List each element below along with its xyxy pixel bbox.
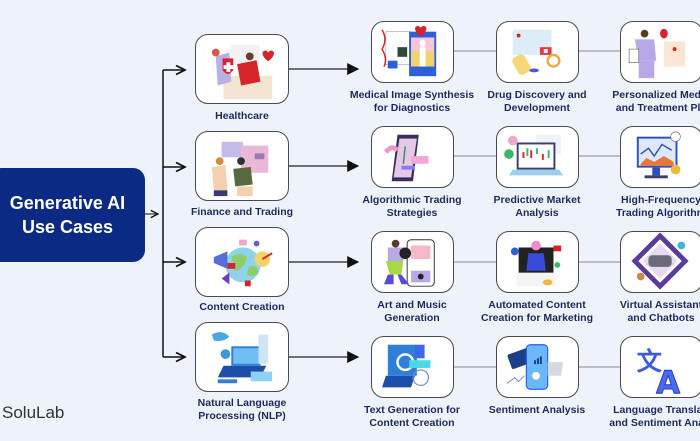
use-case-label-line1: Personalized Medic	[612, 89, 700, 101]
use-case-label-line2: and Treatment Pla	[615, 102, 700, 114]
category-label-finance: Finance and Trading	[190, 206, 294, 218]
use-case-label-line2: Content Creation	[369, 417, 455, 429]
use-case-label-line2: Development	[504, 102, 570, 114]
market-analysis-illustration-icon	[504, 134, 564, 176]
use-case-card-virtual-assistant	[620, 231, 700, 293]
use-case-label-medical-imaging: Medical Image Synthesis for Diagnostics	[337, 89, 487, 115]
finance-illustration-icon	[211, 141, 269, 197]
translation-illustration-icon: 文 A	[637, 347, 681, 397]
use-case-label-line1: Virtual Assistant	[619, 299, 700, 311]
use-case-label-text-generation: Text Generation for Content Creation	[337, 404, 487, 430]
use-case-label-line1: Algorithmic Trading	[362, 194, 462, 206]
use-case-card-translation: 文 A	[620, 336, 700, 398]
use-case-label-line2: and Sentiment Analy	[609, 417, 700, 429]
category-label-nlp: Natural Language Processing (NLP)	[167, 397, 317, 423]
use-case-label-line1: Drug Discovery and	[487, 89, 587, 101]
use-case-card-predictive-market	[496, 126, 579, 188]
content-creation-card	[195, 227, 289, 297]
use-case-label-art-music: Art and Music Generation	[337, 299, 487, 325]
use-case-card-text-generation	[371, 336, 454, 398]
art-music-illustration-icon	[383, 239, 435, 287]
hft-illustration-icon	[636, 131, 681, 179]
algorithmic-trading-illustration-icon	[383, 134, 429, 182]
svg-text:文: 文	[637, 347, 663, 376]
use-case-label-line1: High-Frequency	[621, 194, 700, 206]
nlp-card	[195, 322, 289, 392]
use-case-label-line1: Automated Content	[488, 299, 586, 311]
use-case-card-personalized-medicine	[620, 21, 700, 83]
healthcare-card	[195, 34, 289, 104]
use-case-label-predictive-market: Predictive Market Analysis	[462, 194, 612, 220]
use-case-label-personalized-medicine: Personalized Medic and Treatment Pla	[586, 89, 700, 115]
category-label-healthcare: Healthcare	[215, 110, 269, 122]
virtual-assistant-illustration-icon	[631, 232, 689, 290]
use-case-card-art-music	[371, 231, 454, 293]
use-case-label-line2: Trading Algorithm	[615, 207, 700, 219]
medical-imaging-illustration-icon	[381, 25, 437, 77]
use-case-card-drug-discovery	[496, 21, 579, 83]
svg-text:A: A	[656, 365, 680, 397]
use-case-label-line2: Creation for Marketing	[480, 312, 593, 324]
sentiment-analysis-illustration-icon	[506, 344, 564, 390]
use-case-card-sentiment-analysis	[496, 336, 579, 398]
use-case-label-drug-discovery: Drug Discovery and Development	[462, 89, 612, 115]
use-case-label-hft: High-Frequency Trading Algorithm	[586, 194, 700, 220]
use-case-label-line1: Art and Music	[377, 299, 447, 311]
root-title-line1: Generative AI	[9, 193, 126, 213]
category-label-nlp-line1: Natural Language	[197, 397, 287, 409]
text-generation-illustration-icon	[382, 344, 431, 388]
drug-discovery-illustration-icon	[512, 29, 561, 75]
use-case-label-line2: Generation	[384, 312, 440, 324]
use-case-label-line2: and Chatbots	[627, 312, 695, 324]
use-case-card-medical-imaging	[371, 21, 454, 83]
category-label-content-creation: Content Creation	[199, 301, 285, 313]
root-node: Generative AI Use Cases	[0, 168, 145, 262]
use-case-label-translation: Language Translati and Sentiment Analy	[586, 404, 700, 430]
use-case-label-line2: Analysis	[515, 207, 559, 219]
use-case-label-line2: for Diagnostics	[373, 102, 451, 114]
use-case-label-algorithmic-trading: Algorithmic Trading Strategies	[337, 194, 487, 220]
use-case-label-line1: Text Generation for	[363, 404, 461, 416]
use-case-label-line1: Predictive Market	[493, 194, 581, 206]
use-case-label-line1: Medical Image Synthesis	[349, 89, 475, 101]
root-title-line2: Use Cases	[21, 217, 114, 237]
personalized-medicine-illustration-icon	[628, 28, 686, 79]
solulab-logo: SoluLab	[2, 403, 65, 422]
nlp-illustration-icon	[211, 332, 273, 384]
category-label-nlp-line2: Processing (NLP)	[198, 410, 286, 422]
use-case-label-line2: Strategies	[386, 207, 438, 219]
marketing-illustration-icon	[510, 240, 562, 287]
use-case-card-hft	[620, 126, 700, 188]
use-case-card-algorithmic-trading	[371, 126, 454, 188]
healthcare-illustration-icon	[211, 44, 275, 100]
content-creation-illustration-icon	[213, 239, 273, 287]
use-case-label-sentiment-analysis: Sentiment Analysis	[488, 404, 586, 416]
finance-card	[195, 131, 289, 201]
use-case-card-marketing	[496, 231, 579, 293]
use-case-label-marketing: Automated Content Creation for Marketing	[462, 299, 612, 325]
use-case-label-line1: Language Translati	[613, 404, 700, 416]
use-case-label-virtual-assistant: Virtual Assistant and Chatbots	[586, 299, 700, 325]
